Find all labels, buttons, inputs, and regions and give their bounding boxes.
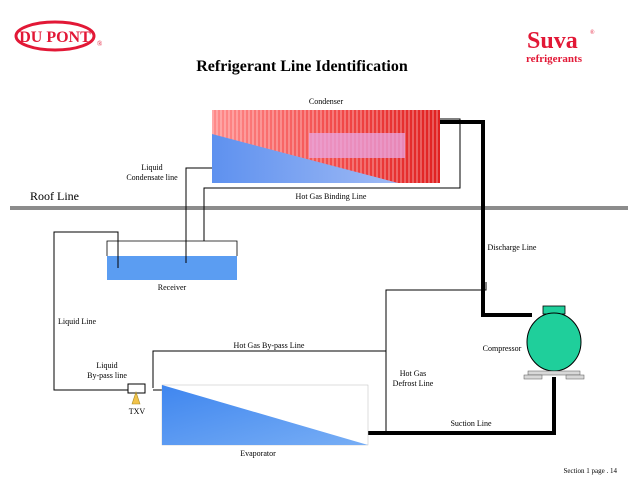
liquid-line-label: Liquid Line bbox=[58, 317, 96, 326]
thick-lines bbox=[368, 120, 556, 435]
logo-registered-mark: ® bbox=[97, 40, 103, 48]
suva-registered-mark: ® bbox=[590, 29, 595, 36]
condenser bbox=[212, 110, 440, 183]
hot-gas-bypass-label: Hot Gas By-pass Line bbox=[234, 341, 305, 350]
suction-line-label: Suction Line bbox=[450, 419, 492, 428]
suva-brand-subtitle: refrigerants bbox=[526, 53, 583, 65]
hot-gas-defrost-label-2: Defrost Line bbox=[393, 379, 434, 388]
txv-valve bbox=[127, 383, 146, 405]
suva-brand-name: Suva bbox=[527, 28, 578, 54]
suction-line bbox=[368, 377, 556, 435]
hot-gas-binding-label: Hot Gas Binding Line bbox=[296, 192, 367, 201]
roof-line-label: Roof Line bbox=[30, 189, 79, 203]
receiver bbox=[106, 240, 238, 280]
liquid-bypass-label-1: Liquid bbox=[96, 361, 117, 370]
hot-gas-defrost-line bbox=[385, 282, 487, 433]
liquid-condensate-label-2: Condensate line bbox=[126, 173, 178, 182]
discharge-line-label: Discharge Line bbox=[488, 243, 537, 252]
liquid-condensate-label-1: Liquid bbox=[141, 163, 162, 172]
liquid-condensate-line bbox=[185, 167, 212, 263]
condenser-label: Condenser bbox=[309, 97, 344, 106]
compressor-label: Compressor bbox=[483, 344, 522, 353]
roof-line bbox=[10, 206, 628, 210]
logo-text: DU PONT bbox=[19, 29, 91, 46]
compressor bbox=[523, 305, 585, 380]
receiver-label: Receiver bbox=[158, 283, 187, 292]
liquid-line bbox=[53, 231, 141, 391]
liquid-bypass-label-2: By-pass line bbox=[87, 371, 127, 380]
evaporator-label: Evaporator bbox=[240, 449, 276, 458]
discharge-line bbox=[440, 120, 532, 317]
thin-lines bbox=[53, 118, 487, 433]
hot-gas-bypass-line bbox=[152, 350, 386, 388]
hot-gas-binding-line bbox=[203, 118, 461, 241]
page-reference: Section 1 page . 14 bbox=[564, 467, 618, 475]
page-title: Refrigerant Line Identification bbox=[196, 58, 408, 75]
dupont-logo: DU PONT ® bbox=[14, 20, 103, 52]
suva-brand: Suva ® refrigerants bbox=[526, 28, 595, 65]
evaporator bbox=[161, 384, 369, 446]
txv-label: TXV bbox=[129, 407, 146, 416]
hot-gas-defrost-label-1: Hot Gas bbox=[400, 369, 426, 378]
